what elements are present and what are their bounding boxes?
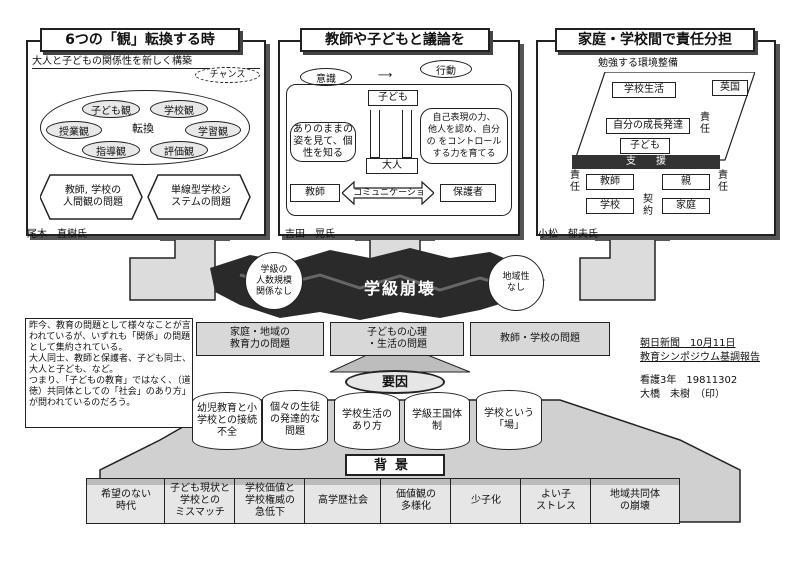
middle-otona: 大人 (366, 158, 418, 174)
hex-tansengata: 単線型学校シ ステムの問題 (171, 185, 231, 208)
right-sekinin-3: 責 任 (718, 170, 728, 193)
note-text: 昨今、教育の問題として様々なことが言われているが、いずれも「関係」の問題として集… (29, 321, 192, 408)
right-keiyaku: 契 約 (643, 194, 653, 217)
haikei-5: 価値観の 多様化 (380, 478, 452, 524)
middle-hogosha: 保護者 (440, 184, 496, 202)
haikei-8: 地域共同体 の崩壊 (590, 478, 680, 524)
problem-kodomo: 子どもの心理 ・生活の問題 (330, 322, 464, 356)
middle-up-arrow-left (370, 110, 380, 158)
right-katei: 家庭 (662, 198, 710, 214)
gakkyu-hokai-label: 学級崩壊 (363, 279, 436, 298)
right-eikoku: 英国 (712, 80, 748, 96)
haikei-4: 高学歴社会 (304, 478, 382, 524)
oval-ishiki: 意識 (300, 68, 352, 86)
right-sekinin-1: 責 任 (700, 112, 710, 135)
left-oval-group (40, 90, 250, 165)
problem-katei-chiiki: 家庭・地域の 教育力の問題 (196, 322, 324, 356)
oval-gakkoukan: 学校観 (150, 100, 208, 118)
right-kodomo: 子ども (620, 138, 670, 154)
arrow-ishiki-kodo: ⟶ (377, 70, 393, 81)
left-subtitle: 大人と子どもの関係性を新しく構築 (32, 56, 260, 69)
right-author: 小松 郁夫氏 (538, 229, 598, 240)
oval-kodomokan: 子ども観 (82, 100, 140, 118)
source-line3: 看護3年 19811302 (640, 375, 738, 386)
oval-kodo: 行動 (420, 60, 472, 78)
right-gakko: 学校 (586, 198, 634, 214)
haikei-6: 少子化 (450, 478, 522, 524)
left-panel-title: 6つの「観」転換する時 (40, 28, 240, 52)
oval-jugyoukan: 授業観 (46, 121, 102, 139)
youin-1: 幼児教育と小 学校との接続 不全 (192, 392, 262, 450)
left-hex-shapes (40, 174, 251, 220)
haikei-3: 学校価値と 学校権威の 急低下 (234, 478, 306, 524)
middle-inner-frame (286, 84, 512, 216)
problem-kyoshi-gakko: 教師・学校の問題 (470, 322, 610, 356)
right-sekinin-2: 責 任 (570, 170, 580, 193)
oval-tenkan: 転換 (132, 122, 154, 135)
youin-4: 学級王国体 制 (404, 392, 470, 450)
right-oya: 親 (662, 174, 710, 190)
circle-chiiki: 地域性 なし (488, 255, 544, 311)
right-subtitle: 勉強する環境整備 (598, 58, 678, 69)
youin-3: 学校生活の あり方 (334, 392, 400, 450)
source-line1: 朝日新聞 10月11日 (640, 338, 736, 349)
oval-shidoukan: 指導観 (82, 141, 140, 159)
haikei-label: 背景 (345, 454, 445, 476)
middle-kyoshi: 教師 (290, 184, 340, 202)
left-author: 尾木 直樹氏 (27, 229, 87, 240)
note-box (25, 318, 193, 428)
middle-right-text: 自己表現の力、 他人を認め、自分 の をコントロール する力を育てる (420, 108, 508, 164)
oval-hyoukakan: 評価観 (150, 141, 208, 159)
right-gakko-seikatsu: 学校生活 (612, 82, 676, 98)
chance-burst: チャンス (195, 67, 260, 83)
right-panel-title: 家庭・学校間で責任分担 (555, 28, 755, 52)
right-kyoshi: 教師 (586, 174, 634, 190)
right-shien-bar: 支 援 (572, 155, 720, 169)
haikei-2: 子ども現状と 学校との ミスマッチ (164, 478, 236, 524)
haikei-7: よい子 ストレス (520, 478, 592, 524)
source-line2: 教育シンポジウム基調報告 (640, 352, 760, 363)
oval-gakushuukan: 学習観 (185, 121, 241, 139)
youin-2: 個々の生徒 の発達的な 問題 (262, 390, 328, 450)
youin-label: 要因 (345, 370, 445, 394)
middle-left-text: ありのままの 姿を見て、個 性を知る (290, 122, 356, 162)
comm-double-arrow (342, 180, 434, 206)
right-seicho: 自分の成長発達 (606, 118, 690, 134)
middle-panel-title: 教師や子どもと議論を (300, 28, 490, 52)
source-line4: 大橋 未樹 （印） (640, 389, 725, 400)
middle-author: 吉田 晃氏 (285, 229, 335, 240)
circle-ninzu: 学級の 人数規模 関係なし (245, 252, 303, 310)
middle-kodomo: 子ども (368, 90, 418, 106)
middle-up-arrow-right (402, 110, 412, 158)
middle-comm: コミュニケーショ (353, 188, 425, 198)
hex-ningenkan: 教師, 学校の 人間観の問題 (63, 185, 123, 208)
youin-5: 学校という 「場」 (476, 390, 542, 450)
haikei-1: 希望のない 時代 (86, 478, 166, 524)
